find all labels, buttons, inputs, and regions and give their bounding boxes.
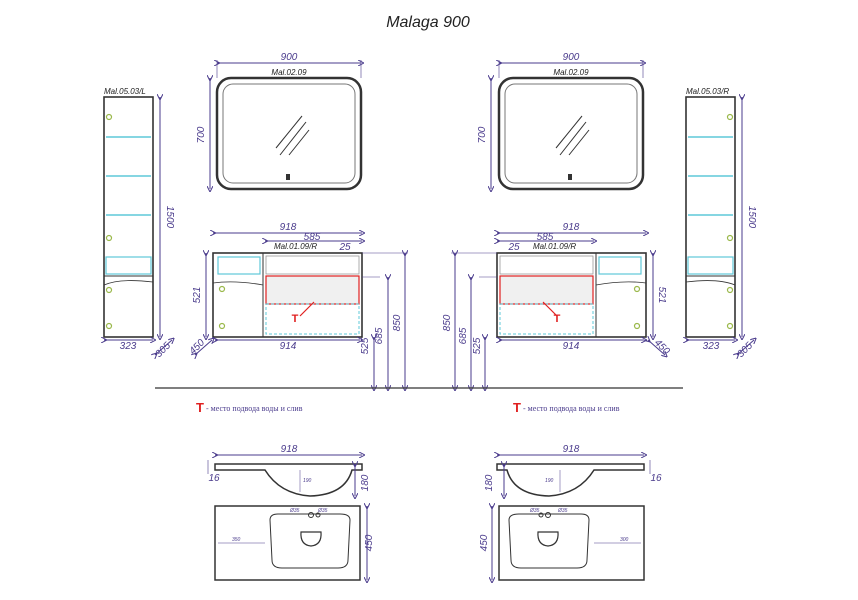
vanity-body-width-dim: 914: [563, 341, 580, 352]
cabinet-width-dim: 323: [703, 341, 720, 352]
mirror-code: Mal.02.09: [553, 68, 589, 77]
floor-685-dim: 685: [458, 327, 469, 344]
hole-dim-1: Ø35: [529, 508, 540, 514]
floor-525-dim: 525: [360, 337, 371, 354]
bowl-dim: 190: [303, 478, 312, 484]
floor-525-dim: 525: [472, 337, 483, 354]
cabinet-height-dim: 1500: [164, 206, 175, 229]
bowl-dim: 190: [545, 478, 554, 484]
legend-mark: T: [196, 400, 204, 415]
basin-side-right: 918 190 16 180: [484, 444, 662, 496]
mirror-width-dim: 900: [563, 52, 580, 63]
basin-side-left: 918 190 16 180: [207, 444, 371, 496]
door-knob-icon: [105, 113, 113, 330]
door-knob-icon: [218, 285, 226, 330]
drawer-cutout: [265, 275, 360, 305]
cabinet-code-left: Mal.05.03/L: [104, 87, 146, 96]
vanity-small-drawer: [217, 256, 261, 275]
legend-text: - место подвода воды и слив: [523, 404, 620, 413]
cabinet-drawer: [687, 256, 734, 275]
offset-dim: 25: [507, 242, 520, 253]
light-switch-icon: [286, 174, 290, 180]
cabinet-width-dim: 323: [120, 341, 137, 352]
vanity-right: 918 585 25 Mal.01.09/R T 521 450 914 525…: [442, 222, 672, 388]
hole-dim-1: Ø35: [289, 508, 300, 514]
basin-width-dim: 918: [281, 444, 298, 455]
glass-reflection-icon: [275, 115, 310, 156]
glass-reflection-icon: [555, 115, 590, 156]
water-mark: T: [554, 313, 561, 325]
floor-850-dim: 850: [392, 314, 403, 331]
door-knob-icon: [633, 285, 641, 330]
cabinet-depth-dim: 305: [735, 340, 755, 360]
legend-mark: T: [513, 400, 521, 415]
floor-685-dim: 685: [374, 327, 385, 344]
drawer-width-dim: 585: [537, 232, 554, 243]
basin-depth-dim: 180: [360, 474, 371, 491]
door-knob-icon: [726, 113, 734, 330]
vanity-height-dim: 521: [192, 287, 203, 304]
basin-plan-right: Ø35 Ø35 300 450: [479, 506, 645, 580]
side-dim: 300: [620, 537, 629, 543]
inner-dim: 350: [232, 537, 241, 543]
mirror-width-dim: 900: [281, 52, 298, 63]
vanity-depth-dim: 450: [652, 337, 672, 357]
cabinet-drawer: [105, 256, 152, 275]
vanity-left: 918 585 Mal.01.09/R 25 T 521 450 914 525…: [187, 222, 408, 388]
glass-shelves: [106, 136, 151, 216]
rim-dim: 16: [650, 473, 662, 484]
offset-dim: 25: [338, 242, 351, 253]
vanity-top-width-dim: 918: [563, 222, 580, 233]
basin-width-dim: 918: [563, 444, 580, 455]
tall-cabinet-left: Mal.05.03/L 1500 323 305: [104, 87, 175, 360]
floor-850-dim: 850: [442, 314, 453, 331]
light-switch-icon: [568, 174, 572, 180]
tall-cabinet-right: Mal.05.03/R 1500 323 305: [686, 87, 757, 360]
glass-shelves: [688, 136, 733, 216]
water-mark: T: [292, 313, 299, 325]
plan-depth-dim: 450: [364, 534, 375, 551]
legend-left: T - место подвода воды и слив: [196, 400, 303, 415]
hole-dim-2: Ø35: [317, 508, 328, 514]
vanity-code: Mal.01.09/R: [533, 242, 576, 251]
vanity-height-dim: 521: [656, 287, 667, 304]
vanity-depth-dim: 450: [187, 337, 207, 357]
rim-dim: 16: [208, 473, 220, 484]
drawer-cutout: [499, 275, 594, 305]
cabinet-depth-dim: 305: [153, 340, 173, 360]
hole-dim-2: Ø35: [557, 508, 568, 514]
drawing-title: Malaga 900: [386, 14, 470, 31]
legend-text: - место подвода воды и слив: [206, 404, 303, 413]
mirror-left: 900 Mal.02.09 700: [196, 52, 361, 189]
vanity-code: Mal.01.09/R: [274, 242, 317, 251]
vanity-top-width-dim: 918: [280, 222, 297, 233]
vanity-small-drawer: [598, 256, 642, 275]
plan-depth-dim: 450: [479, 534, 490, 551]
basin-depth-dim: 180: [484, 474, 495, 491]
mirror-right: 900 Mal.02.09 700: [477, 52, 643, 189]
legend-right: T - место подвода воды и слив: [513, 400, 620, 415]
mirror-code: Mal.02.09: [271, 68, 307, 77]
vanity-body-width-dim: 914: [280, 341, 297, 352]
cabinet-height-dim: 1500: [746, 206, 757, 229]
cabinet-code-right: Mal.05.03/R: [686, 87, 729, 96]
mirror-height-dim: 700: [477, 126, 488, 143]
mirror-height-dim: 700: [196, 126, 207, 143]
drawer-width-dim: 585: [304, 232, 321, 243]
basin-plan-left: Ø35 Ø35 350 450: [214, 506, 375, 580]
